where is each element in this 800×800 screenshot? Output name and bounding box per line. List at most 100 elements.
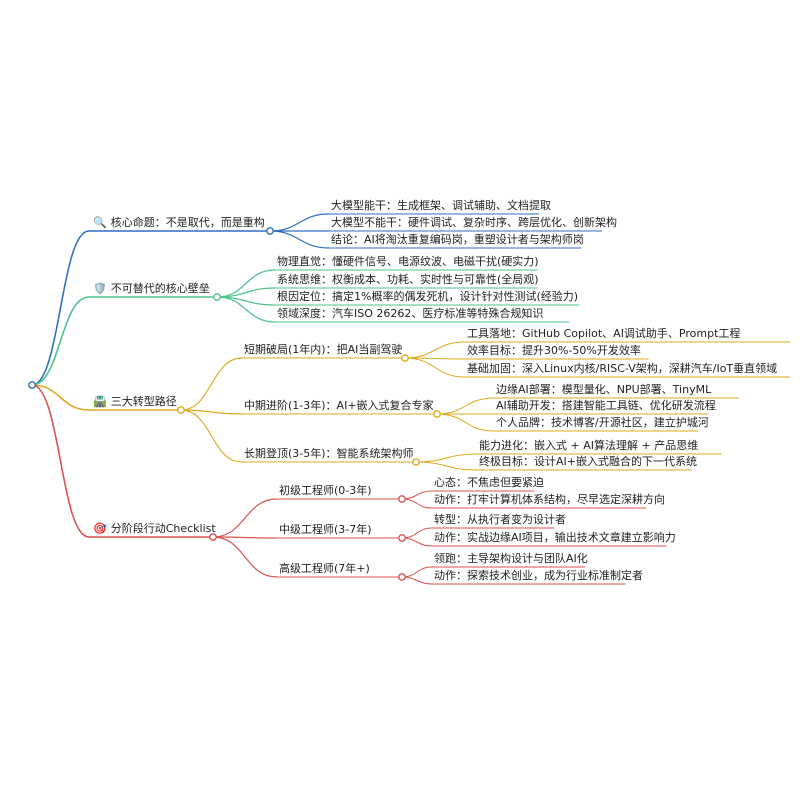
branch-link-2 [31,384,90,411]
road-icon: 🛣️ [93,395,107,408]
branch-2-child-1-link [180,409,243,415]
branch-3-child-0-leaf-1-label-text: 动作：打牢计算机体系结构，尽早选定深耕方向 [434,493,665,506]
branch-3-child-2-leaf-1-link [401,576,433,585]
branch-link-0 [31,230,90,386]
branch-2-child-0-leaf-0-label-text: 工具落地：GitHub Copilot、AI调试助手、Prompt工程 [467,327,741,340]
branch-0-child-2-label: 结论：AI将淘汰重复编码岗，重塑设计者与架构师岗 [331,233,584,247]
branch-0-label: 🔍核心命题：不是取代，而是重构 [93,216,265,230]
branch-3-child-2-leaf-1-label-text: 动作：探索技术创业，成为行业标准制定者 [434,569,643,582]
branch-2-child-0-leaf-2-label: 基础加固：深入Linux内核/RISC-V架构，深耕汽车/IoT垂直领域 [467,362,777,376]
branch-2-child-0-leaf-2-link [404,357,466,378]
branch-0-label-text: 核心命题：不是取代，而是重构 [110,216,265,229]
magnifier-icon: 🔍 [93,216,107,229]
branch-2-child-2-leaf-1-link [415,461,478,471]
branch-2-child-0-link [180,357,243,411]
branch-0-child-0-link [269,213,330,232]
branch-3-label: 🎯分阶段行动Checklist [93,522,216,536]
branch-link-3 [31,384,90,538]
branch-2-child-1-label: 中期进阶(1-3年)：AI+嵌入式复合专家 [244,399,434,413]
branch-1-label-text: 不可替代的核心壁垒 [110,282,210,295]
branch-3-child-2-leaf-0-link [401,566,433,578]
branch-1-child-3-label-text: 领域深度：汽车ISO 26262、医疗标准等特殊合规知识 [277,307,544,320]
root-collapse-node[interactable] [28,381,36,389]
branch-2-label: 🛣️三大转型路径 [93,395,177,409]
branch-2-child-0-leaf-1-label: 效率目标：提升30%-50%开发效率 [467,344,641,358]
branch-1-child-2-label-text: 根因定位：搞定1%概率的偶发死机，设计针对性测试(经验力) [277,290,579,303]
branch-3-child-1-leaf-1-label-text: 动作：实战边缘AI项目，输出技术文章建立影响力 [434,531,676,544]
branch-1-child-3-link [216,296,276,323]
branch-3-child-2-link [212,536,278,578]
branch-3-child-0-label-text: 初级工程师(0-3年) [279,484,372,497]
branch-1-label: 🛡️不可替代的核心壁垒 [93,282,210,296]
branch-2-child-1-label-text: 中期进阶(1-3年)：AI+嵌入式复合专家 [244,399,434,412]
branch-2-child-0-label-text: 短期破局(1年内)：把AI当副驾驶 [244,343,403,356]
branch-2-child-0-leaf-0-link [404,341,466,359]
branch-link-1 [31,296,90,386]
branch-3-child-1-link [212,536,278,539]
branch-2-child-0-leaf-1-label-text: 效率目标：提升30%-50%开发效率 [467,344,641,357]
branch-2-child-1-leaf-0-label-text: 边缘AI部署：模型量化、NPU部署、TinyML [496,383,712,396]
branch-2-child-2-leaf-0-link [415,453,478,463]
branch-3-child-1-label: 中级工程师(3-7年) [279,523,372,537]
branch-3-child-0-label: 初级工程师(0-3年) [279,484,372,498]
branch-2-child-0-label: 短期破局(1年内)：把AI当副驾驶 [244,343,402,357]
branch-1-child-0-label: 物理直觉：懂硬件信号、电源纹波、电磁干扰(硬实力) [277,255,539,269]
branch-3-label-text: 分阶段行动Checklist [110,522,216,535]
branch-2-child-2-leaf-0-label-text: 能力进化：嵌入式 + AI算法理解 + 产品思维 [479,439,699,452]
branch-3-child-2-label: 高级工程师(7年+) [279,562,370,576]
branch-1-child-2-label: 根因定位：搞定1%概率的偶发死机，设计针对性测试(经验力) [277,290,578,304]
branch-3-child-0-leaf-1-label: 动作：打牢计算机体系结构，尽早选定深耕方向 [434,493,665,507]
branch-0-child-1-label: 大模型不能干：硬件调试、复杂时序、跨层优化、创新架构 [331,216,617,230]
branch-3-child-0-link [212,498,278,538]
branch-3-child-1-leaf-1-label: 动作：实战边缘AI项目，输出技术文章建立影响力 [434,531,676,545]
branch-3-child-1-leaf-0-link [401,527,433,539]
branch-0-child-0-label: 大模型能干：生成框架、调试辅助、文档提取 [331,199,551,213]
branch-2-child-1-collapse-node[interactable] [433,410,441,418]
branch-3-child-0-leaf-1-link [401,498,433,509]
branch-2-child-1-leaf-0-label: 边缘AI部署：模型量化、NPU部署、TinyML [496,383,711,397]
branch-3-collapse-node[interactable] [209,533,217,541]
branch-2-child-2-label: 长期登顶(3-5年)：智能系统架构师 [244,447,414,461]
branch-2-child-2-leaf-0-label: 能力进化：嵌入式 + AI算法理解 + 产品思维 [479,439,698,453]
branch-2-child-1-leaf-1-label-text: AI辅助开发：搭建智能工具链、优化研发流程 [496,399,716,412]
branch-3-child-0-leaf-0-label-text: 心态：不焦虑但要紧迫 [434,476,544,489]
branch-2-child-1-leaf-1-label: AI辅助开发：搭建智能工具链、优化研发流程 [496,399,716,413]
branch-3-child-0-collapse-node[interactable] [398,495,406,503]
branch-2-child-1-leaf-2-link [436,413,495,432]
target-icon: 🎯 [93,522,107,535]
branch-1-child-1-label: 系统思维：权衡成本、功耗、实时性与可靠性(全局观) [277,273,539,287]
branch-2-child-0-leaf-0-label: 工具落地：GitHub Copilot、AI调试助手、Prompt工程 [467,327,740,341]
branch-3-child-1-leaf-1-link [401,537,433,547]
branch-2-child-2-label-text: 长期登顶(3-5年)：智能系统架构师 [244,447,414,460]
branch-3-child-2-label-text: 高级工程师(7年+) [279,562,370,575]
branch-2-child-2-leaf-1-label: 终极目标：设计AI+嵌入式融合的下一代系统 [479,455,697,469]
branch-2-child-1-leaf-0-link [436,397,495,415]
branch-0-child-0-label-text: 大模型能干：生成框架、调试辅助、文档提取 [331,199,551,212]
branch-2-label-text: 三大转型路径 [110,395,177,408]
branch-0-child-2-link [269,230,330,249]
branch-3-child-1-label-text: 中级工程师(3-7年) [279,523,372,536]
branch-2-child-1-leaf-2-label-text: 个人品牌：技术博客/开源社区，建立护城河 [496,416,709,429]
branch-3-child-1-collapse-node[interactable] [398,534,406,542]
branch-3-child-2-leaf-1-label: 动作：探索技术创业，成为行业标准制定者 [434,569,643,583]
branch-3-child-0-leaf-0-label: 心态：不焦虑但要紧迫 [434,476,544,490]
branch-3-child-1-leaf-0-label: 转型：从执行者变为设计者 [434,513,566,527]
branch-2-collapse-node[interactable] [177,406,185,414]
branch-3-child-2-leaf-0-label-text: 领跑：主导架构设计与团队AI化 [434,552,588,565]
branch-3-child-2-collapse-node[interactable] [398,573,406,581]
branch-3-child-0-leaf-0-link [401,490,433,500]
branch-3-child-2-leaf-0-label: 领跑：主导架构设计与团队AI化 [434,552,588,566]
branch-2-child-1-leaf-2-label: 个人品牌：技术博客/开源社区，建立护城河 [496,416,709,430]
branch-2-child-0-leaf-2-label-text: 基础加固：深入Linux内核/RISC-V架构，深耕汽车/IoT垂直领域 [467,362,778,375]
branch-0-child-2-label-text: 结论：AI将淘汰重复编码岗，重塑设计者与架构师岗 [331,233,584,246]
branch-3-child-1-leaf-0-label-text: 转型：从执行者变为设计者 [434,513,566,526]
branch-2-child-2-leaf-1-label-text: 终极目标：设计AI+嵌入式融合的下一代系统 [479,455,697,468]
branch-0-child-1-label-text: 大模型不能干：硬件调试、复杂时序、跨层优化、创新架构 [331,216,617,229]
branch-2-child-2-collapse-node[interactable] [412,458,420,466]
branch-1-child-3-label: 领域深度：汽车ISO 26262、医疗标准等特殊合规知识 [277,307,543,321]
branch-0-collapse-node[interactable] [266,227,274,235]
branch-2-child-0-collapse-node[interactable] [401,354,409,362]
branch-1-collapse-node[interactable] [213,293,221,301]
